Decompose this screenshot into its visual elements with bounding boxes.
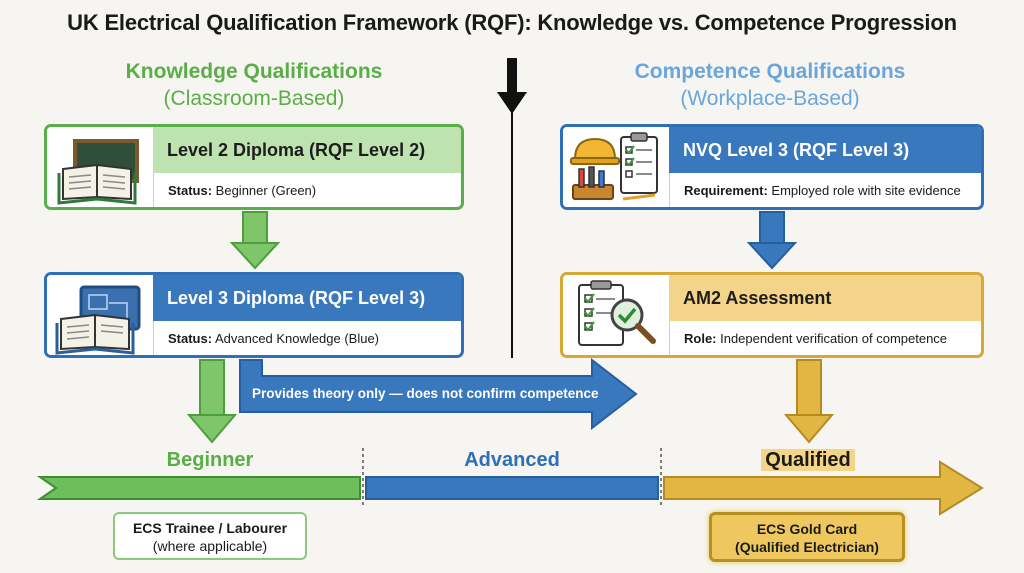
- card-level3-diploma: Level 3 Diploma (RQF Level 3) Status: Ad…: [44, 272, 464, 358]
- card-body-text: Advanced Knowledge (Blue): [212, 331, 380, 346]
- card-body: Role: Independent verification of compet…: [669, 321, 981, 355]
- competence-heading-subtitle: (Workplace-Based): [680, 87, 860, 110]
- card-body: Status: Beginner (Green): [153, 173, 461, 207]
- card-title: Level 3 Diploma (RQF Level 3): [153, 275, 461, 321]
- blueprint-book-icon: [47, 275, 153, 355]
- card-title: Level 2 Diploma (RQF Level 2): [153, 127, 461, 173]
- competence-heading: Competence Qualifications (Workplace-Bas…: [560, 58, 980, 112]
- outcome-beginner: ECS Trainee / Labourer (where applicable…: [113, 512, 307, 560]
- card-body-label: Status:: [168, 183, 213, 198]
- outcome-beginner-note: (where applicable): [152, 538, 268, 554]
- diagram-title: UK Electrical Qualification Framework (R…: [67, 10, 957, 35]
- card-body-label: Status:: [168, 331, 213, 346]
- knowledge-heading-subtitle: (Classroom-Based): [163, 87, 345, 110]
- stage-label-qualified: Qualified: [708, 449, 908, 472]
- knowledge-heading-title: Knowledge Qualifications: [125, 60, 383, 83]
- card-body-text: Beginner (Green): [212, 183, 317, 198]
- card-title: AM2 Assessment: [669, 275, 981, 321]
- competence-heading-title: Competence Qualifications: [634, 60, 906, 83]
- arrow-l2-to-l3: [229, 211, 281, 270]
- card-body-label: Requirement:: [684, 183, 768, 198]
- progression-segment-beginner: [36, 476, 361, 500]
- outcome-qualified-note: (Qualified Electrician): [735, 539, 879, 555]
- arrow-am2-to-qualified: [783, 359, 835, 444]
- card-title: NVQ Level 3 (RQF Level 3): [669, 127, 981, 173]
- card-body-text: Independent verification of competence: [716, 331, 948, 346]
- outcome-beginner-title: ECS Trainee / Labourer: [132, 520, 288, 536]
- arrow-l3-to-beginner: [186, 359, 238, 444]
- stage-label-advanced: Advanced: [464, 449, 560, 471]
- chalkboard-book-icon: [47, 127, 153, 207]
- card-body: Requirement: Employed role with site evi…: [669, 173, 981, 207]
- progression-segment-advanced: [365, 476, 659, 500]
- stage-label-beginner: Beginner: [166, 449, 254, 471]
- outcome-qualified-title: ECS Gold Card: [756, 521, 858, 537]
- progression-segment-qualified: [663, 460, 984, 516]
- arrow-theory-only: [239, 357, 638, 431]
- card-level2-diploma: Level 2 Diploma (RQF Level 2) Status: Be…: [44, 124, 464, 210]
- card-nvq-level3: NVQ Level 3 (RQF Level 3) Requirement: E…: [560, 124, 984, 210]
- stage-label-qualified-text: Qualified: [761, 449, 855, 471]
- arrow-nvq-to-am2: [746, 211, 798, 270]
- theory-note: Provides theory only — does not confirm …: [252, 386, 599, 401]
- outcome-qualified: ECS Gold Card (Qualified Electrician): [709, 512, 905, 562]
- card-am2-assessment: AM2 Assessment Role: Independent verific…: [560, 272, 984, 358]
- knowledge-heading: Knowledge Qualifications (Classroom-Base…: [44, 58, 464, 112]
- card-body: Status: Advanced Knowledge (Blue): [153, 321, 461, 355]
- checklist-magnifier-icon: [563, 275, 669, 355]
- card-body-label: Role:: [684, 331, 717, 346]
- card-body-text: Employed role with site evidence: [767, 183, 961, 198]
- hardhat-tools-checklist-icon: [563, 127, 669, 207]
